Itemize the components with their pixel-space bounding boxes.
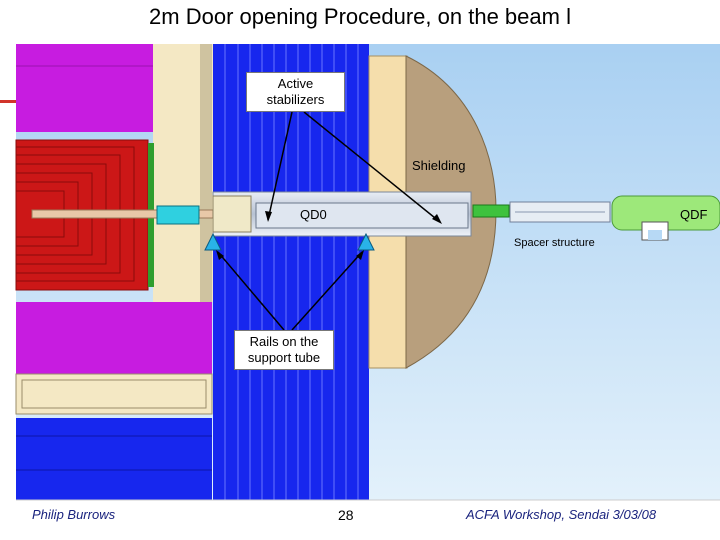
blue-lower-block: [16, 418, 212, 500]
page-number: 28: [338, 507, 354, 523]
cream-frame: [15, 373, 213, 415]
shielding-label: Shielding: [412, 158, 466, 173]
qd0-label: QD0: [300, 207, 327, 222]
magenta-yoke-middle: [16, 302, 212, 374]
spacer-structure-label: Spacer structure: [514, 237, 595, 249]
footer-event: ACFA Workshop, Sendai 3/03/08: [466, 507, 657, 522]
rail-triangle-right: [357, 232, 375, 251]
green-connector: [472, 204, 510, 218]
qdf-label: QDF: [680, 207, 708, 222]
footer-author: Philip Burrows: [32, 507, 116, 522]
rail-triangle-left: [204, 232, 222, 251]
active-stabilizers-label: Active stabilizers: [246, 72, 345, 112]
rails-label: Rails on the support tube: [234, 330, 334, 370]
slide-title: 2m Door opening Procedure, on the beam l: [149, 4, 571, 29]
title-accent-bar: [0, 100, 16, 103]
blue-door: [213, 44, 369, 500]
